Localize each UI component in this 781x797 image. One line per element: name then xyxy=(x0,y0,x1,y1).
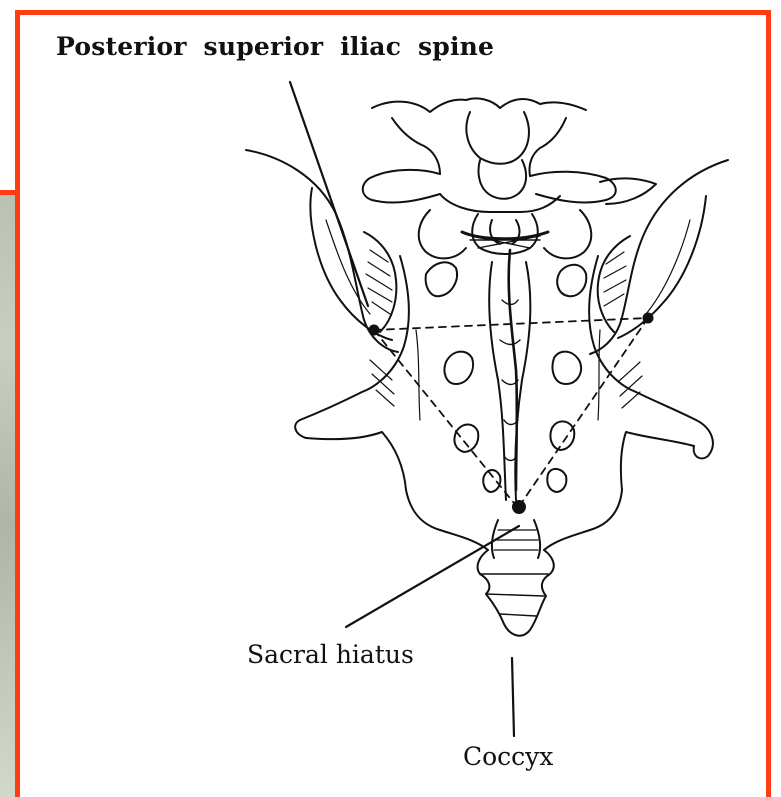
coccyx xyxy=(478,520,554,636)
label-sacral-hiatus: Sacral hiatus xyxy=(247,640,414,669)
psis-left-dot xyxy=(369,325,380,336)
sacral-hiatus-dot xyxy=(512,500,526,514)
label-coccyx: Coccyx xyxy=(463,742,553,771)
label-posterior-superior-iliac-spine: Posterior superior iliac spine xyxy=(56,32,494,61)
lumbar-vertebra xyxy=(363,98,656,258)
landmark-triangle xyxy=(374,318,648,508)
psis-right-dot xyxy=(643,313,654,324)
